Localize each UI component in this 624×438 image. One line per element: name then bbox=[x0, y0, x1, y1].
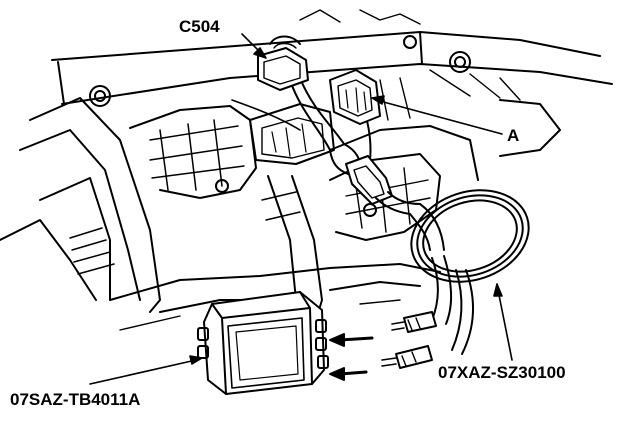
engine-bay-structure bbox=[0, 9, 613, 331]
c504-connector bbox=[257, 35, 309, 91]
test-box bbox=[197, 291, 329, 395]
harness-tool-label: 07XAZ-SZ30100 bbox=[438, 363, 566, 382]
test-box-label: 07SAZ-TB4011A bbox=[10, 390, 141, 409]
connector-a bbox=[329, 69, 381, 125]
test-harness-coil bbox=[409, 189, 530, 355]
part-a-label: A bbox=[507, 126, 520, 145]
insertion-arrows bbox=[329, 333, 374, 381]
harness-adapter-connector bbox=[345, 155, 421, 215]
leader-lines bbox=[89, 33, 513, 385]
banana-plugs bbox=[381, 311, 437, 369]
c504-label: C504 bbox=[179, 17, 220, 36]
